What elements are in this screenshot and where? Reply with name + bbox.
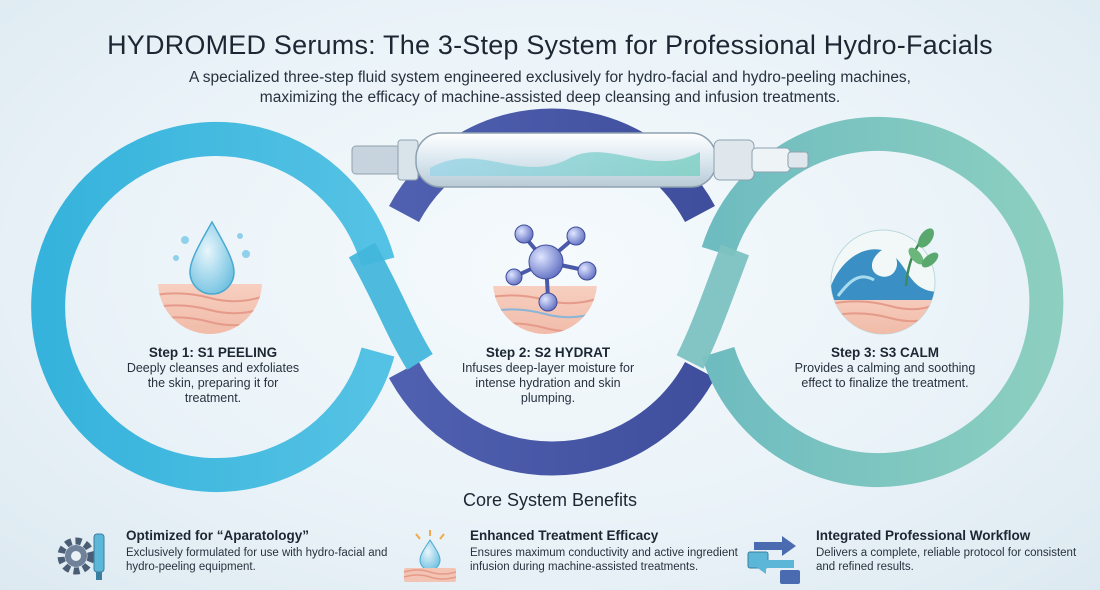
step-1-title: Step 1: S1 PEELING (148, 345, 278, 360)
benefit-2-description: Ensures maximum conductivity and active … (470, 547, 738, 573)
benefit-2-title: Enhanced Treatment Efficacy (470, 528, 659, 543)
connector-1-2 (348, 242, 433, 370)
page-subtitle: A specialized three-step fluid system en… (189, 69, 911, 106)
benefit-3-description: Delivers a complete, reliable protocol f… (816, 547, 1077, 573)
step-3-card: Step 3: S3 CALM Provides a calming and s… (790, 345, 980, 391)
step-3-description: Provides a calming and soothing effect t… (794, 361, 976, 390)
benefit-1: Optimized for “Aparatology” Exclusively … (126, 528, 396, 574)
step-2-description: Infuses deep-layer moisture for intense … (461, 361, 635, 405)
step-1-ribbon (31, 122, 395, 492)
workflow-arrows-icon (747, 536, 800, 584)
gear-device-icon (57, 533, 105, 580)
page-title: HYDROMED Serums: The 3-Step System for P… (107, 30, 993, 60)
benefit-1-description: Exclusively formulated for use with hydr… (126, 547, 388, 573)
step-1-description: Deeply cleanses and exfoliates the skin,… (126, 361, 300, 405)
wave-leaf-icon (830, 228, 939, 335)
hydrofacial-handpiece (351, 132, 809, 188)
step-3-title: Step 3: S3 CALM (830, 345, 939, 360)
benefit-3-title: Integrated Professional Workflow (816, 528, 1031, 543)
step-2-card: Step 2: S2 HYDRAT Infuses deep-layer moi… (453, 345, 643, 406)
benefit-1-title: Optimized for “Aparatology” (126, 528, 310, 543)
step-3-ribbon (701, 117, 1064, 487)
benefits-title: Core System Benefits (462, 490, 638, 510)
connector-2-3 (676, 244, 750, 369)
benefit-2: Enhanced Treatment Efficacy Ensures maxi… (470, 528, 740, 574)
step-2-title: Step 2: S2 HYDRAT (485, 345, 611, 360)
benefit-3: Integrated Professional Workflow Deliver… (816, 528, 1078, 574)
molecule-icon (493, 224, 597, 334)
drop-skin-icon (403, 530, 457, 582)
step-1-card: Step 1: S1 PEELING Deeply cleanses and e… (118, 345, 308, 406)
water-drop-icon (158, 220, 262, 334)
